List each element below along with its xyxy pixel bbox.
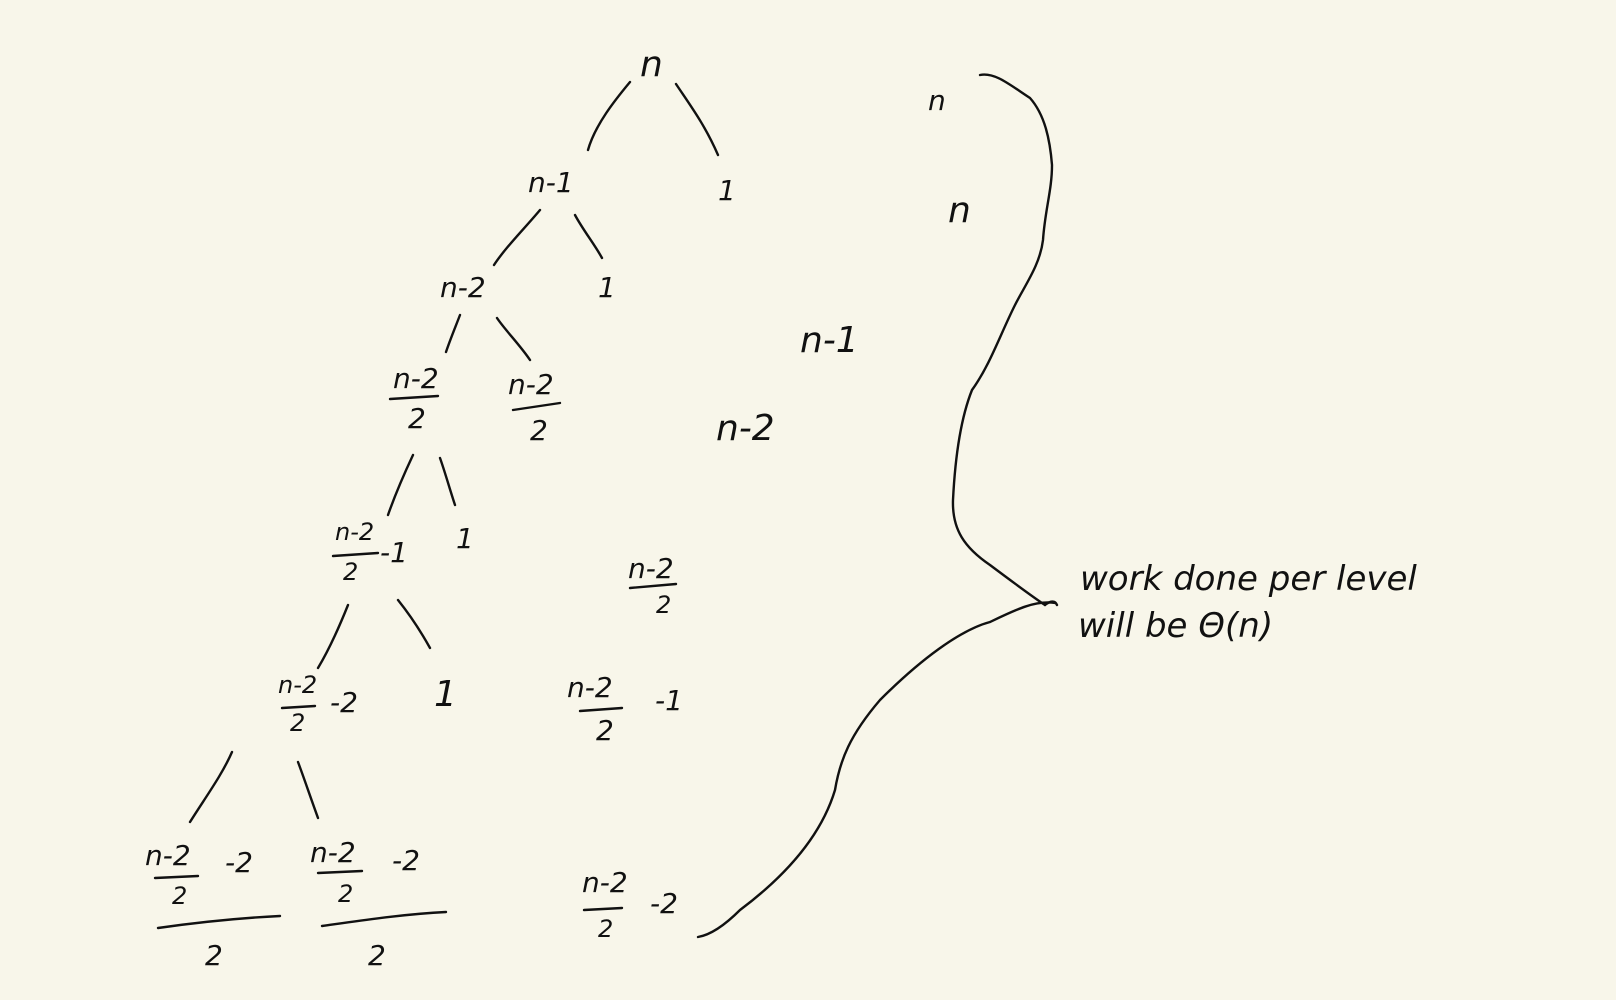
work-level-4: n-2 2 (628, 552, 678, 619)
node-l3-right-denominator: 2 (530, 414, 548, 447)
node-l6b-outer-denominator: 2 (368, 939, 386, 972)
work-level-5-numerator: n-2 (567, 671, 613, 704)
brace-lower-arm (696, 601, 1057, 939)
node-l6a-outer-denominator: 2 (205, 939, 223, 972)
node-l3-left: n-2 2 (388, 362, 440, 435)
node-l6b: n-2 2 -2 2 (310, 836, 448, 972)
node-l6b-denominator: 2 (338, 880, 353, 908)
edge-l4-right (396, 598, 432, 650)
brace-tip (1043, 600, 1059, 607)
edge-l3-right (438, 456, 457, 507)
fraction-bar (578, 706, 624, 713)
node-l5-left: n-2 2 -2 (278, 671, 358, 737)
node-l4-left-numerator: n-2 (335, 518, 374, 546)
node-l6a-denominator: 2 (172, 882, 187, 910)
work-level-4-denominator: 2 (656, 591, 671, 619)
node-l6a: n-2 2 -2 2 (145, 839, 282, 972)
work-level-6-numerator: n-2 (582, 866, 628, 899)
level-work-column: n n n-1 n-2 n-2 2 n-2 2 -1 n-2 2 -2 (567, 84, 971, 943)
brace-upper-arm (951, 73, 1054, 607)
edge-l2-right (495, 316, 532, 362)
node-l6b-suffix: -2 (392, 844, 420, 877)
node-l5-left-numerator: n-2 (278, 671, 317, 699)
node-l6b-numerator: n-2 (310, 836, 356, 869)
edge-l2-left (444, 313, 462, 354)
edge-root-right (674, 82, 720, 157)
node-l2-right: 1 (598, 271, 616, 304)
edge-l5-left (188, 750, 234, 824)
work-level-5-suffix: -1 (655, 684, 683, 717)
fraction-bar (280, 704, 317, 710)
annotation-line-2: will be Θ(n) (1078, 606, 1273, 646)
work-level-0: n (928, 84, 946, 117)
tree-nodes: n n-1 1 n-2 1 n-2 2 n-2 2 n-2 2 -1 1 n-2… (145, 44, 736, 972)
work-level-5: n-2 2 -1 (567, 671, 683, 747)
work-brace (696, 73, 1059, 939)
fraction-bar (316, 869, 364, 875)
work-level-6-denominator: 2 (598, 915, 613, 943)
annotation: work done per level will be Θ(n) (1078, 559, 1417, 646)
node-l4-left-denominator: 2 (343, 558, 358, 586)
work-level-4-numerator: n-2 (628, 552, 674, 585)
node-l5-left-denominator: 2 (290, 709, 305, 737)
fraction-bar (628, 582, 678, 590)
fraction-bar (582, 906, 624, 912)
edge-l1-left (492, 208, 542, 267)
node-l1-right: 1 (718, 174, 736, 207)
fraction-bar (331, 551, 380, 558)
node-root: n (640, 44, 663, 85)
node-l4-right: 1 (456, 522, 474, 555)
fraction-bar (153, 874, 200, 880)
node-l5-right: 1 (434, 674, 457, 715)
node-l2-left: n-2 (440, 271, 486, 304)
node-l6a-numerator: n-2 (145, 839, 191, 872)
edge-l4-left (316, 603, 350, 670)
work-level-1: n (948, 190, 971, 231)
work-level-6: n-2 2 -2 (582, 866, 678, 943)
node-l3-right-numerator: n-2 (508, 368, 554, 401)
annotation-line-1: work done per level (1080, 559, 1417, 599)
node-l4-left: n-2 2 -1 (331, 518, 408, 586)
edge-l1-right (573, 213, 604, 260)
node-l4-left-suffix: -1 (380, 536, 408, 569)
node-l1-left: n-1 (528, 166, 574, 199)
work-level-5-denominator: 2 (596, 714, 614, 747)
edge-root-left (586, 80, 632, 152)
work-level-2: n-1 (800, 320, 859, 361)
node-l5-left-suffix: -2 (330, 686, 358, 719)
edge-l5-right (296, 760, 320, 820)
fraction-bar (511, 401, 562, 412)
fraction-bar (320, 910, 448, 928)
node-l6a-suffix: -2 (225, 846, 253, 879)
node-l3-right: n-2 2 (508, 368, 562, 447)
fraction-bar (388, 394, 440, 401)
fraction-bar (156, 914, 282, 930)
edge-l3-left (386, 453, 415, 517)
work-level-6-suffix: -2 (650, 887, 678, 920)
node-l3-left-denominator: 2 (408, 402, 426, 435)
node-l3-left-numerator: n-2 (393, 362, 439, 395)
tree-edges (188, 80, 720, 824)
work-level-3: n-2 (716, 408, 775, 449)
